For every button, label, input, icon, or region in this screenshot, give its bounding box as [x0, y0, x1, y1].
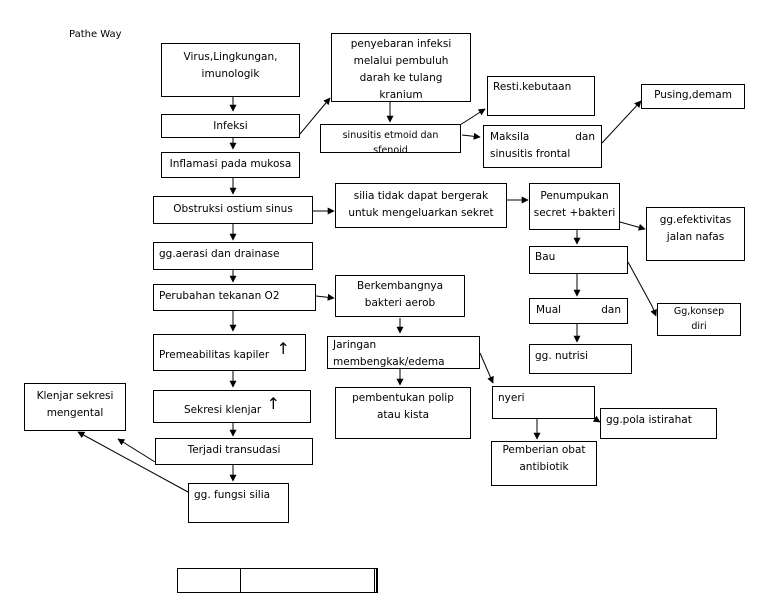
node-transudasi-label: Terjadi transudasi	[187, 444, 281, 456]
edge-sinusitis-maksila	[461, 132, 481, 140]
node-virus: Virus,Lingkungan, imunologik	[161, 43, 300, 97]
node-sekresi-label: Sekresi klenjar	[183, 404, 262, 416]
node-bau-label: Bau	[535, 251, 556, 263]
node-nutrisi: gg. nutrisi	[529, 344, 632, 374]
node-nyeri-label: nyeri	[498, 392, 525, 404]
arrow-up-icon: ↑	[266, 394, 280, 413]
edge-penumpukan-efektivitas	[619, 221, 646, 231]
node-silia: silia tidak dapat bergerak untuk mengelu…	[335, 183, 507, 228]
node-aerasi: gg.aerasi dan drainase	[153, 242, 313, 270]
node-inflamasi: Inflamasi pada mukosa	[161, 152, 300, 178]
node-infeksi: Infeksi	[161, 114, 300, 138]
node-jaringan-line2: membengkak/edema	[333, 356, 445, 368]
edge-tekanan-berkembang	[315, 293, 335, 301]
edge-jaringan-nyeri	[479, 352, 494, 384]
node-bau: Bau	[529, 246, 628, 274]
node-transudasi: Terjadi transudasi	[155, 438, 313, 465]
arrow-up-icon: ↑	[276, 339, 290, 358]
node-silia-line2: untuk mengeluarkan sekret	[348, 207, 494, 219]
empty-table-cell	[240, 568, 375, 593]
node-berkembang-line2: bakteri aerob	[364, 297, 436, 309]
node-konsep: Gg,konsep diri	[657, 303, 741, 336]
node-mual-label: Mual dan	[536, 304, 621, 316]
node-obstruksi-label: Obstruksi ostium sinus	[173, 203, 293, 215]
empty-table-edge	[375, 568, 378, 593]
node-jaringan-line1: Jaringan	[333, 339, 377, 351]
node-penumpukan: Penumpukan secret +bakteri	[529, 183, 620, 230]
node-sinusitis-etmoid-line1: sinusitis etmoid dan	[342, 130, 439, 141]
node-fungsi-silia: gg. fungsi silia	[188, 483, 289, 523]
node-obat-line1: Pemberian obat	[502, 444, 586, 456]
node-penumpukan-line1: Penumpukan	[540, 190, 609, 202]
node-premeabilitas: Premeabilitas kapiler ↑	[153, 334, 306, 371]
edge-fungsi-klenjar	[77, 431, 189, 493]
node-infeksi-label: Infeksi	[213, 120, 248, 132]
edge-bau-konsep	[627, 261, 657, 317]
node-polip-line1: pembentukan polip	[352, 392, 454, 404]
node-maksila-line2: sinusitis frontal	[490, 148, 571, 160]
node-fungsi-silia-label: gg. fungsi silia	[194, 489, 271, 501]
node-premeabilitas-label: Premeabilitas kapiler	[159, 349, 270, 361]
node-resti: Resti.kebutaan	[487, 76, 595, 116]
node-mual: Mual dan	[529, 298, 628, 324]
node-klenjar-line1: Klenjar sekresi	[36, 390, 114, 402]
edge-infeksi-penyebaran	[299, 97, 331, 135]
node-efektivitas-line2: jalan nafas	[666, 231, 725, 243]
node-penyebaran-line3: darah ke tulang	[359, 72, 443, 84]
node-nyeri: nyeri	[492, 386, 595, 419]
node-konsep-line2: diri	[691, 321, 707, 332]
node-penyebaran-line1: penyebaran infeksi	[350, 38, 452, 50]
node-penyebaran-line2: melalui pembuluh	[353, 55, 449, 67]
node-efektivitas: gg.efektivitas jalan nafas	[646, 207, 745, 261]
node-berkembang: Berkembangnya bakteri aerob	[335, 275, 465, 317]
node-obat-line2: antibiotik	[519, 461, 569, 473]
node-istirahat-label: gg.pola istirahat	[606, 414, 692, 426]
node-maksila: Maksila dan sinusitis frontal	[483, 125, 602, 168]
node-nutrisi-label: gg. nutrisi	[535, 350, 589, 362]
node-polip: pembentukan polip atau kista	[335, 387, 471, 439]
node-virus-line2: imunologik	[201, 68, 260, 80]
node-istirahat: gg.pola istirahat	[600, 408, 717, 439]
node-sekresi: Sekresi klenjar ↑	[153, 390, 311, 423]
node-konsep-line1: Gg,konsep	[673, 306, 725, 317]
node-obat: Pemberian obat antibiotik	[491, 441, 597, 486]
empty-table	[177, 568, 378, 593]
edge-sinusitis-resti	[459, 108, 486, 126]
node-sinusitis-etmoid: sinusitis etmoid dan sfenoid	[320, 124, 461, 153]
node-aerasi-label: gg.aerasi dan drainase	[159, 248, 280, 260]
node-efektivitas-line1: gg.efektivitas	[659, 214, 732, 226]
node-inflamasi-label: Inflamasi pada mukosa	[169, 158, 292, 170]
node-tekanan-label: Perubahan tekanan O2	[159, 290, 280, 302]
node-jaringan: Jaringan membengkak/edema	[327, 336, 480, 369]
node-pusing-label: Pusing,demam	[654, 89, 732, 101]
node-resti-label: Resti.kebutaan	[493, 81, 572, 93]
node-klenjar-line2: mengental	[46, 407, 104, 419]
node-obstruksi: Obstruksi ostium sinus	[153, 196, 313, 224]
node-penyebaran: penyebaran infeksi melalui pembuluh dara…	[331, 33, 471, 102]
node-silia-line1: silia tidak dapat bergerak	[353, 190, 489, 202]
edge-maksila-pusing	[601, 100, 642, 144]
node-sinusitis-etmoid-line2: sfenoid	[373, 145, 408, 153]
node-maksila-line1: Maksila dan	[490, 131, 595, 143]
edge-transudasi-klenjar	[117, 438, 156, 463]
node-penumpukan-line2: secret +bakteri	[533, 207, 616, 219]
node-pusing: Pusing,demam	[641, 84, 745, 109]
node-berkembang-line1: Berkembangnya	[356, 280, 444, 292]
node-penyebaran-line4: kranium	[379, 89, 423, 101]
node-klenjar: Klenjar sekresi mengental	[24, 383, 126, 431]
page-title: Pathe Way	[69, 29, 122, 40]
node-virus-line1: Virus,Lingkungan,	[183, 51, 278, 63]
node-polip-line2: atau kista	[377, 409, 429, 421]
node-tekanan: Perubahan tekanan O2	[153, 284, 316, 311]
